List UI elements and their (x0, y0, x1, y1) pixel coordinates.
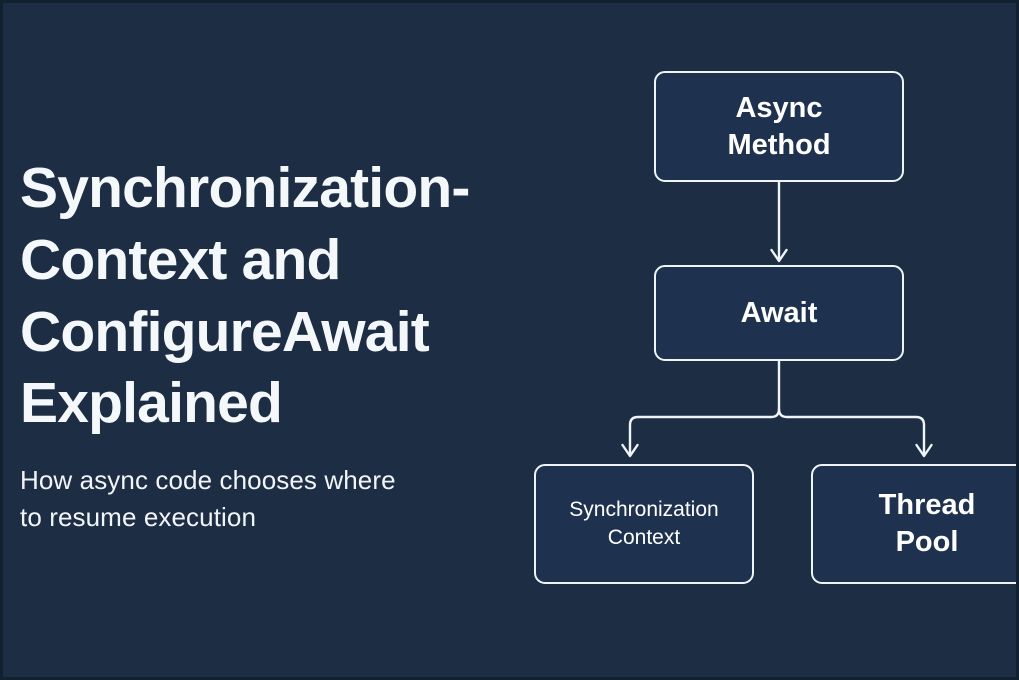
edge-await-to-thread-pool (777, 407, 926, 455)
flowchart-diagram: Async Method Await Synchronization Conte… (3, 3, 1016, 677)
flow-node-async-method[interactable]: Async Method (654, 71, 904, 182)
edge-await-trunk (628, 359, 781, 455)
arrowhead-await (770, 248, 788, 263)
flow-node-synchronization-context[interactable]: Synchronization Context (534, 464, 754, 584)
arrowhead-sync-context (621, 443, 639, 458)
page-title: Synchronization- Context and ConfigureAw… (20, 156, 470, 436)
flow-node-thread-pool[interactable]: Thread Pool (811, 464, 1016, 584)
hero-text-panel: Synchronization- Context and ConfigureAw… (20, 153, 530, 536)
arrowhead-thread-pool (915, 443, 933, 458)
page-subtitle: How async code chooses where to resume e… (20, 465, 396, 533)
flow-node-await[interactable]: Await (654, 265, 904, 361)
